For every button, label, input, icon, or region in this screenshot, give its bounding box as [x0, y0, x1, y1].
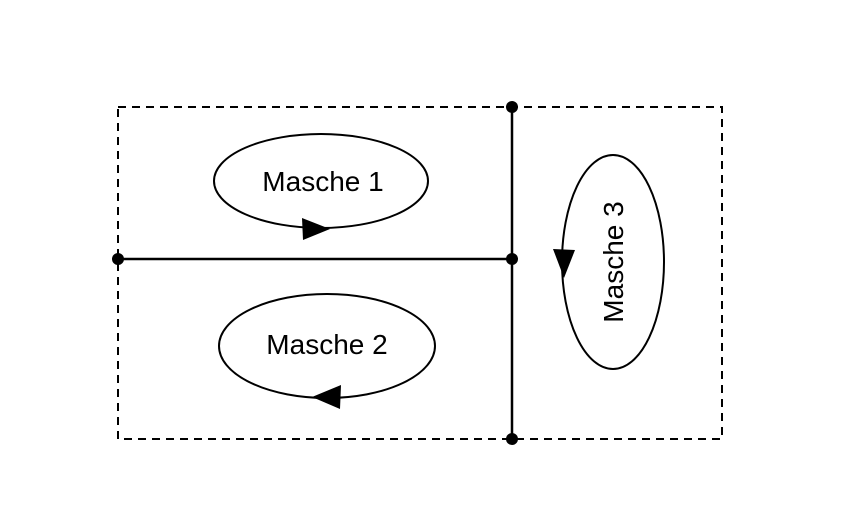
- arrow-down-icon: [553, 249, 575, 278]
- arrow-right-icon: [302, 218, 330, 240]
- node-bottom: [506, 433, 518, 445]
- node-middle: [506, 253, 518, 265]
- node-top: [506, 101, 518, 113]
- outer-boundary-dashed-rect: [117, 106, 723, 440]
- node-left: [112, 253, 124, 265]
- mesh-2-label: Masche 2: [266, 329, 387, 360]
- mesh-1-label: Masche 1: [262, 166, 383, 197]
- arrow-left-icon: [312, 385, 341, 409]
- mesh-3-label: Masche 3: [598, 201, 629, 322]
